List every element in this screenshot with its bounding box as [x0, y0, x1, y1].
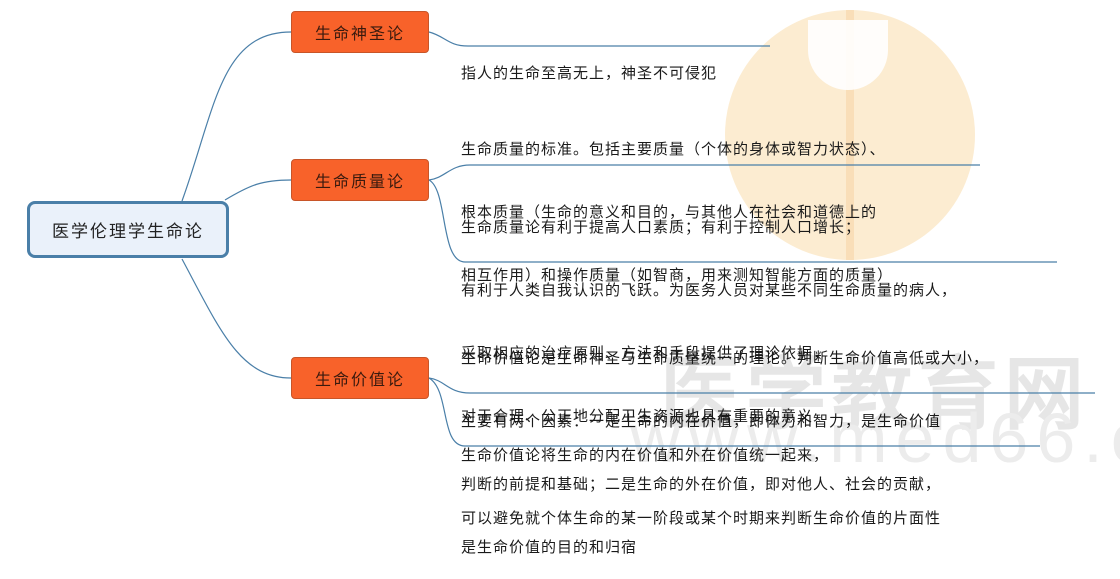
leaf-node[interactable]: 生命质量的标准。包括主要质量（个体的身体或智力状态）、 根本质量（生命的意义和目… — [461, 97, 893, 307]
leaf-node[interactable]: 生命质量论有利于提高人口素质；有利于控制人口增长； 有利于人类自我认识的飞跃。为… — [461, 175, 957, 448]
leaf-line: 主要有两个因素：一是生命的内在价值，即体力和智力，是生命价值 — [461, 412, 942, 430]
leaf-line: 对于合理、公正地分配卫生资源也具有重要的意义 — [461, 407, 814, 425]
branch-label: 生命价值论 — [314, 370, 405, 389]
leaf-line: 可以避免就个体生命的某一阶段或某个时期来判断生命价值的片面性 — [461, 509, 942, 527]
leaf-line: 相互作用）和操作质量（如智商，用来测知智能方面的质量） — [461, 266, 894, 284]
connector-lines — [181, 31, 1095, 447]
watermark-logo-cutout — [808, 20, 888, 90]
root-node[interactable]: 医学伦理学生命论 — [27, 201, 229, 258]
branch-node-quality[interactable]: 生命质量论 — [291, 159, 429, 201]
root-label: 医学伦理学生命论 — [52, 222, 204, 242]
watermark-logo-bar — [846, 10, 854, 260]
leaf-line: 生命质量的标准。包括主要质量（个体的身体或智力状态）、 — [461, 140, 886, 158]
leaf-node[interactable]: 指人的生命至高无上，神圣不可侵犯 — [461, 21, 717, 105]
leaf-line: 生命价值论是生命神圣与生命质量统一的理论。判断生命价值高低或大小， — [461, 349, 990, 367]
leaf-line: 指人的生命至高无上，神圣不可侵犯 — [461, 64, 718, 82]
leaf-line: 生命质量论有利于提高人口素质；有利于控制人口增长； — [461, 218, 862, 236]
branch-node-sanctity[interactable]: 生命神圣论 — [291, 11, 429, 53]
branch-label: 生命神圣论 — [314, 24, 405, 43]
branch-node-value[interactable]: 生命价值论 — [291, 357, 429, 399]
leaf-line: 根本质量（生命的意义和目的，与其他人在社会和道德上的 — [461, 203, 878, 221]
leaf-line: 有利于人类自我认识的飞跃。为医务人员对某些不同生命质量的病人， — [461, 281, 958, 299]
branch-label: 生命质量论 — [314, 172, 405, 191]
leaf-line: 生命价值论将生命的内在价值和外在价值统一起来， — [461, 446, 830, 464]
leaf-line: 采取相应的治疗原则、方法和手段提供了理论依据， — [461, 344, 830, 362]
watermark-text: 医学教育网 — [660, 348, 1090, 441]
leaf-node[interactable]: 生命价值论将生命的内在价值和外在价值统一起来， 可以避免就个体生命的某一阶段或某… — [461, 403, 941, 550]
